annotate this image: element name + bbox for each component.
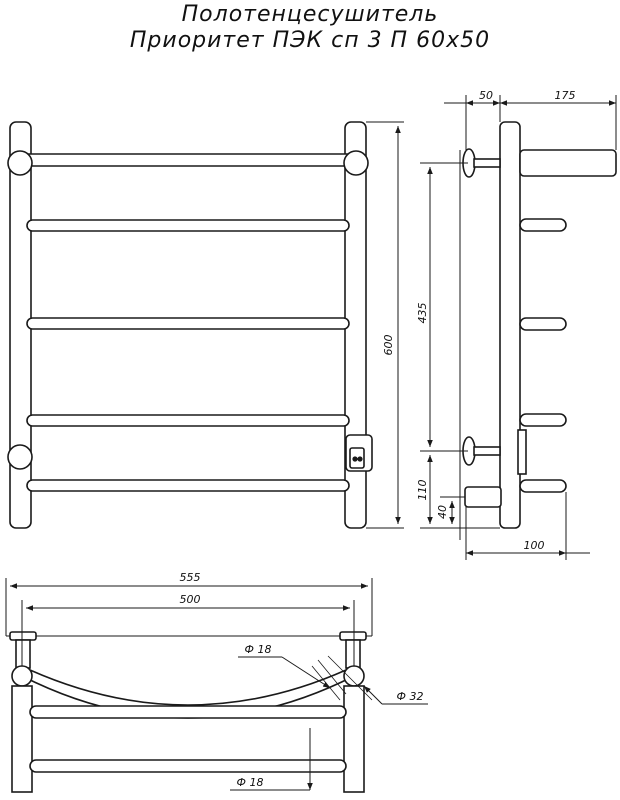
dim-50-label: 50: [479, 89, 493, 102]
dim-mount-spacing: [420, 162, 468, 452]
top-bar-front: [29, 705, 347, 719]
bottom-left-mount: [7, 444, 33, 470]
dim-phi18-label: Ф 18: [245, 643, 272, 656]
top-right-mount: [343, 150, 369, 176]
bar-1: [26, 219, 350, 232]
side-rung-1: [519, 218, 567, 232]
top-right-flange: [339, 631, 367, 641]
side-top-bar: [519, 149, 617, 177]
dim-100-label: 100: [524, 539, 545, 552]
dim-600-label: 600: [382, 335, 395, 356]
top-left-post: [11, 665, 33, 687]
dim-110-label: 110: [416, 480, 429, 501]
bar-4: [26, 479, 350, 492]
side-view: [459, 121, 617, 540]
dim-175-label: 175: [555, 89, 576, 102]
side-mount-top-stem: [473, 158, 501, 168]
leader-post-diameter: [327, 655, 428, 705]
dim-side-top: [444, 95, 617, 150]
side-rung-2: [519, 317, 567, 331]
side-rung-3: [519, 413, 567, 427]
dim-total-height: [366, 121, 404, 529]
top-left-flange: [9, 631, 37, 641]
top-left-mount: [7, 150, 33, 176]
leader-bottom-bar-diameter: [230, 728, 313, 791]
side-connector: [464, 486, 502, 508]
side-mount-bottom-stem: [473, 446, 501, 456]
top-bar-back: [29, 759, 347, 773]
top-curve-inner: [29, 669, 347, 706]
dim-bottom-mount: [420, 455, 500, 529]
leader-bar-diameter: [238, 656, 347, 701]
side-post: [499, 121, 521, 529]
top-right-post: [343, 665, 365, 687]
dim-435-label: 435: [416, 303, 429, 324]
dim-axis-width: [21, 600, 355, 666]
dim-500-label: 500: [180, 593, 201, 606]
title-line-2: Приоритет ПЭК сп 3 П 60х50: [129, 28, 491, 53]
title-line-1: Полотенцесушитель: [181, 2, 439, 27]
top-view: [6, 631, 372, 793]
side-heater-box: [517, 429, 527, 475]
dim-connector-height: [440, 496, 465, 524]
dim-connector-length: [465, 492, 590, 560]
dim-phi32-label: Ф 32: [397, 690, 424, 703]
dim-40-label: 40: [436, 505, 449, 519]
front-view: [7, 121, 373, 529]
top-bar: [19, 153, 359, 167]
dim-555-label: 555: [180, 571, 201, 584]
side-rung-4: [519, 479, 567, 493]
bar-2: [26, 317, 350, 330]
dim-phi18-bottom-label: Ф 18: [237, 776, 264, 789]
dim-total-width: [5, 578, 373, 636]
bar-3: [26, 414, 350, 427]
